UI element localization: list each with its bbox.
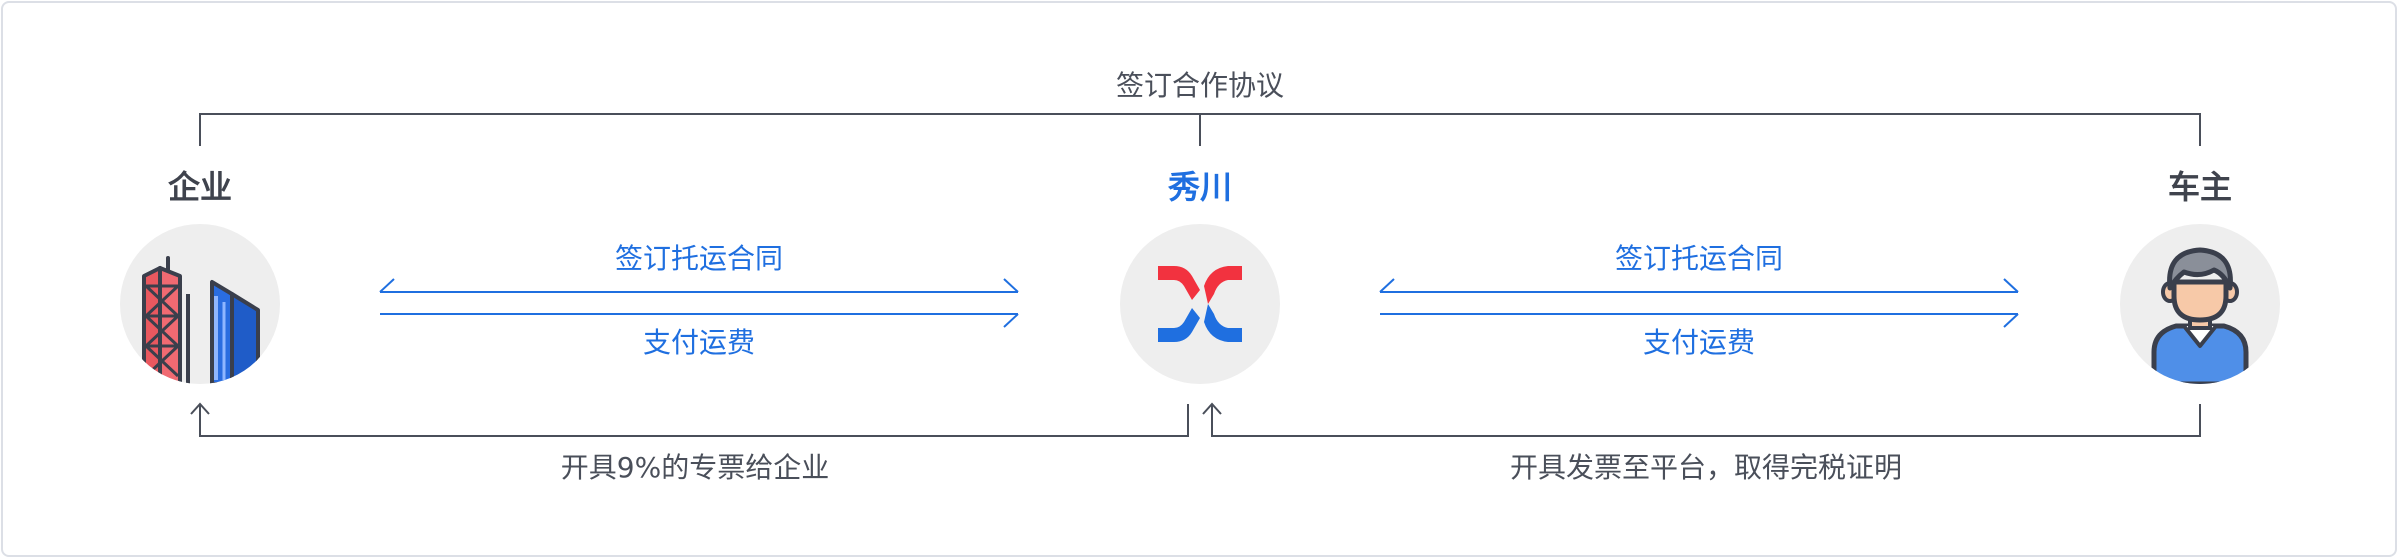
owner-node xyxy=(2120,224,2280,384)
xiuchuan-logo-icon xyxy=(1158,266,1242,342)
left-flow-arrows xyxy=(379,278,1019,328)
right-payment-label: 支付运费 xyxy=(1642,326,1756,359)
right-contract-label: 签订托运合同 xyxy=(1614,242,1784,275)
left-contract-label: 签订托运合同 xyxy=(614,242,784,275)
owner-title: 车主 xyxy=(2167,168,2233,206)
agreement-label: 签订合作协议 xyxy=(1115,69,1285,102)
enterprise-node xyxy=(120,224,280,384)
enterprise-title: 企业 xyxy=(167,168,233,206)
bottom-right-label: 开具发票至平台，取得完税证明 xyxy=(1509,451,1903,484)
right-flow-arrows xyxy=(1379,278,2019,328)
driver-avatar-icon xyxy=(2151,247,2249,384)
buildings-icon xyxy=(142,256,260,384)
left-payment-label: 支付运费 xyxy=(642,326,756,359)
bottom-right-flow xyxy=(1202,402,2201,437)
platform-title: 秀川 xyxy=(1167,168,1233,206)
agreement-bracket xyxy=(199,113,2201,146)
platform-node xyxy=(1120,224,1280,384)
bottom-left-label: 开具9%的专票给企业 xyxy=(560,451,830,484)
bottom-left-flow xyxy=(190,402,1189,437)
